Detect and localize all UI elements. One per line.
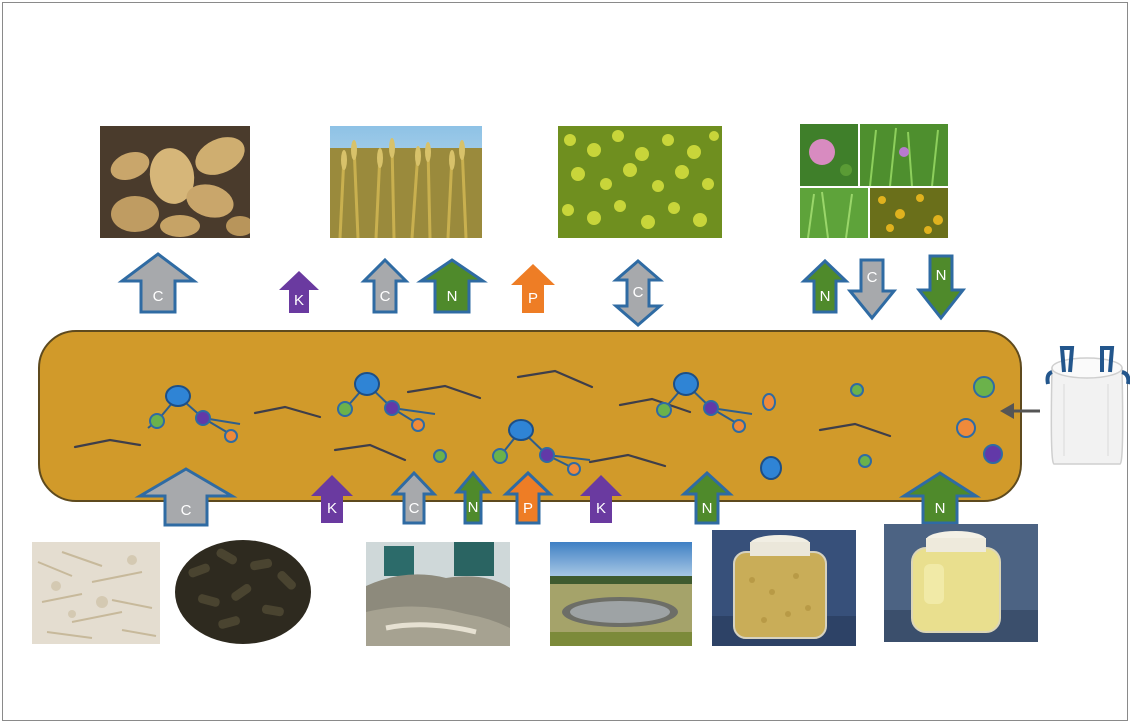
organic-fragment — [406, 384, 482, 400]
bottom-arrow-k-up-right: K — [578, 474, 624, 524]
molecule-green — [149, 413, 165, 429]
organic-molecule — [492, 419, 591, 476]
organic-fragment — [818, 422, 892, 438]
organic-fragments — [73, 369, 892, 468]
free-ion-green — [850, 383, 864, 397]
granule-jar-image — [712, 530, 856, 646]
arrow-label: N — [820, 288, 831, 305]
organic-fragment — [516, 369, 594, 389]
top-arrow-c-up: C — [117, 252, 199, 314]
bottom-arrow-n-up: N — [680, 470, 734, 525]
top-arrow-c-down: C — [846, 258, 898, 321]
free-ion-orange — [956, 418, 976, 438]
free-ion-green — [433, 449, 447, 463]
arrow-label: C — [867, 269, 878, 286]
top-arrow-n-up-small: N — [800, 258, 850, 314]
molecule-purple — [703, 400, 719, 416]
free-ion-green — [973, 376, 995, 398]
arrow-label: C — [633, 284, 644, 301]
bottom-arrow-p-up: P — [502, 470, 554, 525]
molecule-blue — [354, 372, 380, 396]
straw-image — [32, 542, 160, 644]
molecule-purple — [539, 447, 555, 463]
arrow-label: N — [936, 267, 947, 284]
cereal-crop-image — [330, 126, 482, 238]
arrow-label: P — [528, 290, 538, 307]
arrow-label: K — [327, 500, 337, 517]
bottom-arrow-c-up: C — [134, 467, 238, 527]
top-arrow-c-up-small: C — [360, 257, 410, 314]
potato-crop-image — [100, 126, 250, 238]
molecule-purple — [195, 410, 211, 426]
top-arrow-n-up: N — [416, 258, 488, 314]
top-arrow-p-up: P — [509, 263, 557, 314]
big-bag-icon — [1044, 344, 1130, 468]
arrow-label: N — [447, 288, 458, 305]
bottom-arrow-n-up-small: N — [453, 470, 493, 525]
molecule-orange — [567, 462, 581, 476]
organic-fragment — [588, 453, 667, 468]
arrow-label: N — [702, 500, 713, 517]
bag-input-arrow — [1000, 403, 1040, 419]
free-ion-purple — [983, 444, 1003, 464]
bottom-arrow-k-up: K — [309, 474, 355, 524]
molecule-blue — [673, 372, 699, 396]
molecule-green — [492, 448, 508, 464]
slurry-lagoon-image — [550, 542, 692, 646]
arrow-label: K — [294, 292, 304, 309]
clover-ley-collage-image — [800, 124, 948, 238]
digestate-heap-image — [366, 542, 510, 646]
arrow-label: P — [523, 500, 533, 517]
top-arrow-c-bidirectional: C — [611, 259, 665, 327]
organic-fragment — [253, 405, 322, 419]
molecule-green — [337, 401, 353, 417]
organic-fragment — [333, 443, 407, 462]
organic-fragment — [73, 438, 142, 449]
liquid-jar-image — [884, 524, 1038, 642]
arrow-label: C — [181, 502, 192, 519]
green-manure-crop-image — [558, 126, 722, 238]
molecule-orange — [224, 429, 238, 443]
arrow-label: C — [153, 288, 164, 305]
molecule-blue — [508, 419, 534, 441]
molecule-blue — [165, 385, 191, 407]
arrow-label: C — [380, 288, 391, 305]
pellets-image — [172, 530, 314, 646]
organic-molecule — [337, 372, 436, 432]
arrow-label: K — [596, 500, 606, 517]
organic-fragment — [618, 397, 692, 414]
free-ion-blue — [760, 456, 782, 480]
molecule-purple — [384, 400, 400, 416]
molecule-orange — [732, 419, 746, 433]
arrow-label: C — [409, 500, 420, 517]
bottom-arrow-c-up-small: C — [390, 470, 438, 525]
molecule-green — [656, 402, 672, 418]
molecule-orange — [411, 418, 425, 432]
organic-molecule — [656, 372, 753, 433]
arrow-label: N — [935, 500, 946, 517]
organic-molecule — [147, 385, 241, 443]
free-ion-orange — [762, 393, 776, 411]
bottom-arrow-n-up-wide: N — [898, 471, 982, 525]
top-arrow-k-up: K — [277, 270, 321, 314]
top-arrow-n-down: N — [915, 254, 967, 321]
arrow-label: N — [468, 499, 479, 516]
free-ion-green — [858, 454, 872, 468]
